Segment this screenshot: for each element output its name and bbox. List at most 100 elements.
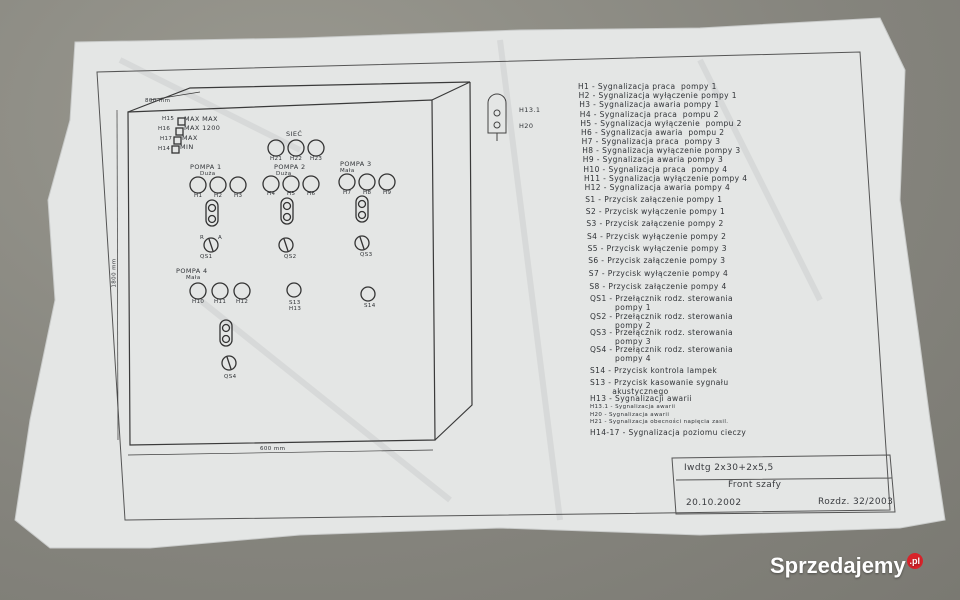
drawing-ref: Rozdz. 32/2003 <box>818 497 894 507</box>
dim-bottom: 600 mm <box>260 446 286 452</box>
cabinet-drawing <box>116 81 473 456</box>
lamp-icon <box>229 176 247 194</box>
pump-title: POMPA 4 <box>176 267 208 275</box>
selector-switch-icon <box>221 355 237 371</box>
lamp-id: H9 <box>383 190 392 196</box>
selector-switch-icon <box>354 235 370 251</box>
pump-title: POMPA 1 <box>190 163 222 171</box>
legend-item: H5 - Sygnalizacja wyłączenie pompu 2 <box>580 119 742 128</box>
lamp-icon <box>262 175 280 193</box>
network-title: SIEĆ <box>286 130 303 138</box>
switch-handle <box>226 356 232 370</box>
legend-item: S14 - Przycisk kontrola lampek <box>590 366 718 375</box>
lamp-id: H22 <box>290 156 303 162</box>
drawing-date: 20.10.2002 <box>686 498 742 508</box>
lamp-icon <box>302 175 320 193</box>
button-icon <box>207 214 217 224</box>
button-id: H13 <box>289 306 302 312</box>
lamp-label: MAX <box>182 134 198 142</box>
level-lamp-icon <box>177 117 186 126</box>
lamp-icon <box>282 175 300 193</box>
legend-item: H20 - Sygnalizacja awarii <box>590 412 670 418</box>
lamp-icon <box>209 176 227 194</box>
lamp-id: H16 <box>158 126 171 132</box>
reset-button-icon <box>286 282 302 298</box>
lamp-id: H21 <box>270 156 283 162</box>
legend-item: S1 - Przycisk załączenie pompy 1 <box>585 195 723 204</box>
pump-size: Duża <box>200 171 216 177</box>
selector-switch-icon <box>278 237 294 253</box>
switch-id: QS3 <box>360 252 373 258</box>
legend-item: QS4 - Przełącznik rodz. sterowania pompy… <box>590 345 733 363</box>
lamp-icon <box>378 173 396 191</box>
legend-item: H2 - Sygnalizacja wyłączenie pompy 1 <box>578 91 737 100</box>
lamp-icon <box>211 282 229 300</box>
dim-top: 800 mm <box>145 98 171 104</box>
alarm-lamp-icon <box>487 93 507 141</box>
pump-size: Duża <box>276 171 292 177</box>
pump-size: Mała <box>340 168 355 174</box>
lamp-id: H8 <box>363 190 372 196</box>
lamp-id: H14 <box>158 146 171 152</box>
legend-item: QS1 - Przełącznik rodz. sterowania pompy… <box>590 294 733 312</box>
lamp-label: MAX MAX <box>184 115 218 123</box>
switch-handle <box>208 238 214 252</box>
lamp-label: MIN <box>180 143 194 151</box>
legend-item: QS2 - Przełącznik rodz. sterowania pompy… <box>590 312 733 330</box>
legend-item: H11 - Sygnalizacja wyłączenie pompy 4 <box>584 174 748 183</box>
switch-pos-r: R <box>200 235 205 241</box>
legend-item: S8 - Przycisk załączenie pompy 4 <box>589 282 727 291</box>
lamp-id: H17 <box>160 136 173 142</box>
drawing-title: Front szafy <box>728 480 782 490</box>
lamp-icon <box>358 173 376 191</box>
lamp-icon <box>267 139 285 157</box>
legend-item: H3 - Sygnalizacja awaria pompy 1 <box>579 100 720 109</box>
lamp-icon <box>338 173 356 191</box>
switch-handle <box>283 238 289 252</box>
legend-item: S13 - Przycisk kasowanie sygnału akustyc… <box>590 378 729 396</box>
legend-item: S5 - Przycisk wyłączenie pompy 3 <box>587 244 727 253</box>
button-icon <box>221 334 231 344</box>
legend-item: H7 - Sygnalizacja praca pompy 3 <box>581 137 721 146</box>
pushbutton-pair-icon <box>280 197 294 225</box>
legend-item: H12 - Sygnalizacja awaria pompy 4 <box>584 183 731 192</box>
sprzedajemy-logo: Sprzedajemy.pl <box>770 553 923 579</box>
legend-item: H6 - Sygnalizacja awaria pompu 2 <box>581 128 725 137</box>
pushbutton-pair-icon <box>219 319 233 347</box>
legend-item: QS3 - Przełącznik rodz. sterowania pompy… <box>590 328 733 346</box>
button-id: S14 <box>364 303 376 309</box>
alarm-lamp-id: H13.1 <box>519 106 541 114</box>
switch-handle <box>359 236 365 250</box>
lamp-icon <box>233 282 251 300</box>
pump-title: POMPA 2 <box>274 163 306 171</box>
legend-item: H1 - Sygnalizacja praca pompy 1 <box>578 82 717 91</box>
pump-size: Mała <box>186 275 201 281</box>
lamp-id: H23 <box>310 156 323 162</box>
switch-id: QS2 <box>284 254 297 260</box>
switch-pos-a: A <box>218 235 223 241</box>
level-lamp-icon <box>171 145 180 154</box>
lamp-icon <box>189 176 207 194</box>
test-button-icon <box>360 286 376 302</box>
lamp-id: H11 <box>214 299 227 305</box>
legend-item: S3 - Przycisk załączenie pompy 2 <box>586 219 724 228</box>
legend-item: H10 - Sygnalizacja praca pompy 4 <box>583 165 728 174</box>
lamp-id: H10 <box>192 299 205 305</box>
lamp-id: H6 <box>307 191 316 197</box>
pushbutton-pair-icon <box>355 195 369 223</box>
legend-item: S4 - Przycisk wyłączenie pompy 2 <box>587 232 727 241</box>
lamp-id: H1 <box>194 193 203 199</box>
button-icon <box>357 199 367 209</box>
legend-item: S7 - Przycisk wyłączenie pompy 4 <box>588 269 729 278</box>
legend-item: S6 - Przycisk załączenie pompy 3 <box>588 256 726 265</box>
legend-item: S2 - Przycisk wyłączenie pompy 1 <box>585 207 726 216</box>
pump-title: POMPA 3 <box>340 160 372 168</box>
level-lamp-icon <box>173 136 182 145</box>
lamp-id: H12 <box>236 299 249 305</box>
level-lamp-icon <box>175 127 184 136</box>
lamp-id: H5 <box>287 191 296 197</box>
lamp-label: MAX 1200 <box>184 124 221 132</box>
dim-side: 1800 mm <box>111 258 118 288</box>
legend-item: H21 - Sygnalizacja obecności napięcia za… <box>590 419 729 425</box>
